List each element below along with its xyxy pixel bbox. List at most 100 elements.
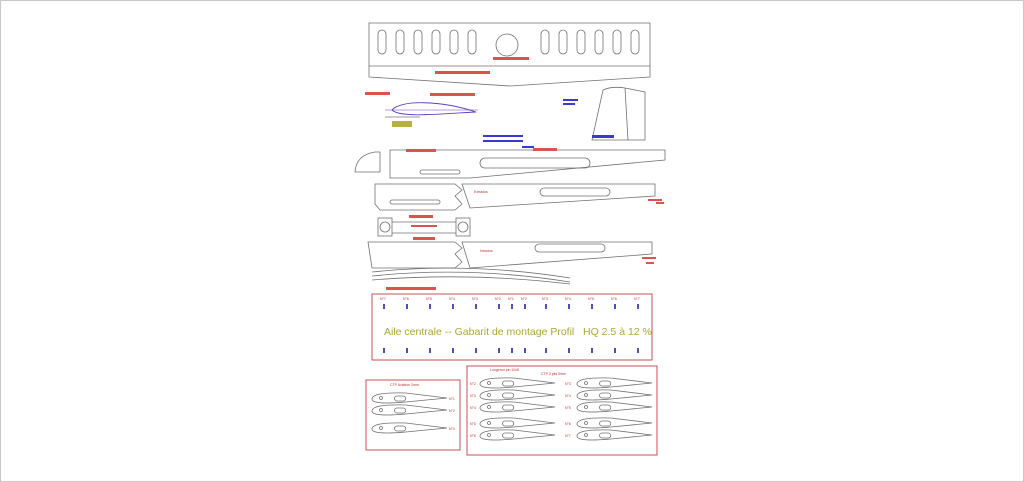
rib-hole — [487, 405, 491, 409]
rib-profile — [479, 377, 556, 389]
fin-part — [591, 86, 646, 141]
rib-cutout — [394, 407, 407, 414]
rib-slot — [545, 348, 547, 353]
rib-hole — [584, 393, 588, 397]
rib-slot — [498, 348, 500, 353]
rib-label: N°3 — [449, 427, 455, 431]
rib-profile — [576, 377, 653, 389]
lightening-slot — [467, 29, 477, 55]
rib-cutout — [599, 392, 612, 399]
rib-cutout — [502, 432, 515, 439]
rib-slot — [475, 348, 477, 353]
rib-profile — [576, 389, 653, 401]
rib-label: N°5 — [588, 297, 594, 301]
rib-cutout — [502, 404, 515, 411]
rib-slot — [591, 348, 593, 353]
curved-strip — [371, 276, 571, 285]
part-label: Intrados — [480, 249, 493, 253]
rib-label: N°3 — [472, 297, 478, 301]
rib-profile — [479, 417, 556, 429]
rib-hole — [584, 421, 588, 425]
rib-label: N°6 — [565, 422, 571, 426]
spar-label: Longeron pin 10x5 — [490, 368, 519, 372]
rib-label: N°4 — [565, 394, 571, 398]
lightening-slot — [395, 29, 405, 55]
rib-label: N°1 — [449, 397, 455, 401]
lightening-slot — [630, 29, 640, 55]
rib-cutout — [599, 432, 612, 439]
rib-slot — [452, 348, 454, 353]
rib-hole — [487, 433, 491, 437]
rib-hole — [379, 396, 383, 400]
wing-rib-part-2: Extrados — [374, 183, 664, 211]
rib-profile — [479, 401, 556, 413]
rib-cutout — [599, 404, 612, 411]
rib-label: N°2 — [449, 409, 455, 413]
rib-hole — [584, 405, 588, 409]
jig-title: Aile centrale -- Gabarit de montage Prof… — [384, 326, 652, 338]
rib-label: N°1 — [508, 297, 514, 301]
rib-cutout — [599, 420, 612, 427]
rib-slot — [637, 304, 639, 309]
rib-label: N°6 — [403, 297, 409, 301]
rib-profile — [371, 422, 448, 434]
rib-hole — [379, 408, 383, 412]
rib-slot — [524, 304, 526, 309]
rib-label: N°2 — [470, 382, 476, 386]
rib-slot — [545, 304, 547, 309]
rib-slot — [429, 304, 431, 309]
rib-slot — [406, 348, 408, 353]
rib-label: N°2 — [521, 297, 527, 301]
wing-rib-part-3: Intrados — [367, 241, 656, 269]
rib-slot — [568, 304, 570, 309]
lightening-slot — [594, 29, 604, 55]
rib-cutout — [394, 395, 407, 402]
rib-hole — [584, 433, 588, 437]
rib-slot — [498, 304, 500, 309]
center-fitting — [377, 215, 471, 240]
rib-profile — [576, 401, 653, 413]
rib-label: N°7 — [634, 297, 640, 301]
rib-label: N°5 — [565, 406, 571, 410]
rib-cutout — [502, 392, 515, 399]
rib-slot — [524, 348, 526, 353]
lightening-slot — [431, 29, 441, 55]
rib-cutout — [394, 425, 407, 432]
rib-profile — [371, 392, 448, 404]
rib-cutout — [599, 380, 612, 387]
rib-label: N°6 — [611, 297, 617, 301]
rib-label: N°4 — [565, 297, 571, 301]
rib-slot — [406, 304, 408, 309]
lightening-slot — [558, 29, 568, 55]
rib-hole — [487, 393, 491, 397]
part-label: Extrados — [474, 190, 488, 194]
rib-label: N°3 — [470, 394, 476, 398]
airfoil-section — [365, 92, 478, 127]
rib-profile — [479, 429, 556, 441]
rib-label: N°4 — [470, 406, 476, 410]
rib-slot — [591, 304, 593, 309]
rib-label: N°4 — [449, 297, 455, 301]
rib-label: N°7 — [565, 434, 571, 438]
fuselage-top-panel — [368, 22, 651, 87]
lightening-slot — [377, 29, 387, 55]
rib-label: N°5 — [426, 297, 432, 301]
rib-slot — [614, 304, 616, 309]
rib-cutout — [502, 380, 515, 387]
curved-strip — [371, 271, 571, 283]
red-marker — [493, 57, 529, 60]
rib-slot — [511, 304, 513, 309]
hole-circle — [495, 33, 519, 57]
wing-spar-part-1 — [354, 148, 666, 179]
rib-slot — [383, 304, 385, 309]
lightening-slot — [449, 29, 459, 55]
rib-label: N°5 — [470, 422, 476, 426]
rib-label: N°3 — [542, 297, 548, 301]
rib-hole — [379, 426, 383, 430]
lightening-slot — [612, 29, 622, 55]
rib-hole — [487, 381, 491, 385]
rib-slot — [452, 304, 454, 309]
rib-slot — [568, 348, 570, 353]
